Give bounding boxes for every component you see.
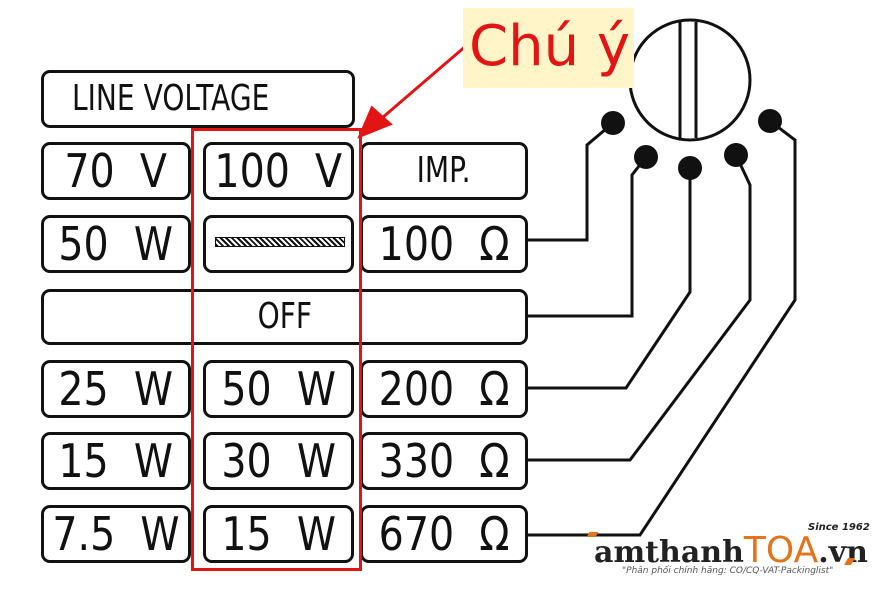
impedance-label: 200 Ω bbox=[378, 362, 510, 416]
setting-label: 7.5 W bbox=[52, 507, 180, 561]
logo-part-toa: TOA bbox=[743, 530, 819, 571]
setting-330-ohm: 330 Ω bbox=[360, 432, 528, 490]
100v-column-highlight bbox=[191, 128, 362, 571]
setting-label: 70 V bbox=[64, 144, 168, 198]
line-voltage-label: LINE VOLTAGE bbox=[72, 78, 270, 119]
logo-part-vn: .vn bbox=[818, 535, 868, 570]
terminal-dot bbox=[724, 143, 748, 167]
setting-label: 15 W bbox=[58, 434, 174, 488]
imp-header: IMP. bbox=[360, 142, 528, 200]
terminal-dot bbox=[601, 111, 625, 135]
setting-100v: 100 V bbox=[203, 142, 354, 200]
off-label: OFF bbox=[257, 296, 312, 337]
setting-15w-100v: 15 W bbox=[203, 505, 354, 563]
tap-terminals bbox=[601, 109, 782, 180]
impedance-label: 670 Ω bbox=[378, 507, 510, 561]
setting-70v: 70 V bbox=[41, 142, 191, 200]
logo-part-amthanh: amthanh bbox=[594, 535, 744, 570]
setting-50w-100v: 50 W bbox=[203, 360, 354, 418]
setting-25w: 25 W bbox=[41, 360, 191, 418]
imp-label: IMP. bbox=[416, 150, 471, 191]
setting-off: OFF bbox=[41, 289, 528, 345]
setting-label: 100 V bbox=[214, 144, 343, 198]
annotation-note: Chú ý bbox=[463, 8, 634, 88]
impedance-label: 330 Ω bbox=[378, 434, 510, 488]
setting-100-ohm: 100 Ω bbox=[360, 215, 528, 273]
setting-label: 50 W bbox=[58, 217, 174, 271]
line-voltage-header: LINE VOLTAGE bbox=[41, 70, 355, 128]
setting-30w: 30 W bbox=[203, 432, 354, 490]
logo-tagline: "Phân phối chính hãng: CO/CQ-VAT-Packing… bbox=[622, 566, 834, 576]
logo-since: Since 1962 bbox=[808, 522, 870, 533]
annotation-text: Chú ý bbox=[469, 14, 631, 79]
hatched-bar bbox=[215, 237, 345, 247]
impedance-label: 100 Ω bbox=[378, 217, 510, 271]
setting-200-ohm: 200 Ω bbox=[360, 360, 528, 418]
tap-wires bbox=[525, 119, 797, 537]
setting-670-ohm: 670 Ω bbox=[360, 505, 528, 563]
setting-7-5w: 7.5 W bbox=[41, 505, 191, 563]
setting-label: 30 W bbox=[221, 434, 336, 488]
annotation-arrow bbox=[357, 43, 468, 139]
terminal-dot bbox=[634, 145, 658, 169]
terminal-dot bbox=[758, 109, 782, 133]
setting-label: 15 W bbox=[221, 507, 336, 561]
rotary-selector-knob bbox=[628, 18, 752, 142]
setting-label: 50 W bbox=[221, 362, 336, 416]
setting-50w: 50 W bbox=[41, 215, 191, 273]
setting-15w: 15 W bbox=[41, 432, 191, 490]
amthanhtoa-logo: Since 1962 amthanhTOA.vn "Phân phối chín… bbox=[586, 520, 878, 580]
logo-wordmark: amthanhTOA.vn bbox=[594, 530, 868, 571]
terminal-dot bbox=[678, 156, 702, 180]
setting-label: 25 W bbox=[58, 362, 174, 416]
